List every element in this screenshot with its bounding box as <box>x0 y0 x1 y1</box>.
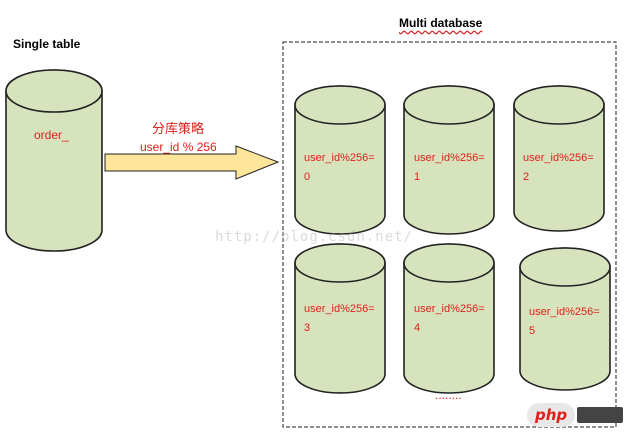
php-logo-icon: php <box>527 403 575 427</box>
strategy-formula: user_id % 256 <box>140 140 217 154</box>
single-table-label: order_ <box>34 128 69 142</box>
multi-database-container <box>282 41 617 428</box>
database-cylinder-2 <box>513 85 605 232</box>
database-label-1: user_id%256= 1 <box>414 152 485 183</box>
database-label-4: user_id%256= 4 <box>414 303 485 334</box>
database-label-5: user_id%256= 5 <box>529 306 600 337</box>
database-label-0: user_id%256= 0 <box>304 152 375 183</box>
more-databases-ellipsis: ........ <box>435 388 462 402</box>
strategy-label: 分库策略 <box>152 121 205 136</box>
multi-database-title: Multi database <box>399 16 483 30</box>
database-cylinder-4 <box>403 243 495 394</box>
database-cylinder-5 <box>519 247 611 391</box>
database-label-2: user_id%256= 2 <box>523 152 594 183</box>
database-cylinder-3 <box>294 243 386 394</box>
database-label-3: user_id%256= 3 <box>304 303 375 334</box>
single-table-title: Single table <box>13 37 81 51</box>
database-cylinder-0 <box>294 85 386 235</box>
strategy-arrow <box>104 145 280 180</box>
watermark-text: http://blog.csdn.net/ <box>215 229 414 245</box>
single-table-cylinder <box>5 69 103 252</box>
php-badge: php <box>527 403 624 427</box>
badge-dark-block <box>577 407 623 423</box>
database-cylinder-1 <box>403 85 495 235</box>
